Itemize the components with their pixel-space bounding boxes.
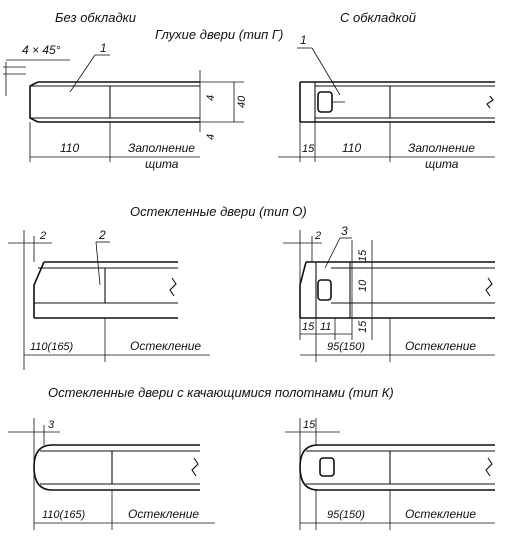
dim-2-b: 2 [314,230,321,242]
section-glazed-with-lining: 2 3 15 10 15 15 11 95(150) О [283,224,495,362]
leader-3-a: 3 [341,224,348,238]
chamfer-label: 4 × 45° [22,43,61,57]
dim-95-150-b: 95(150) [327,509,365,521]
section-swing-no-lining: 3 110(165) Остекление [8,418,215,530]
dim-40: 40 [236,95,248,108]
dim-11: 11 [320,321,331,333]
leader-2-left: 2 [98,228,106,242]
filling-sub-b: щита [425,157,459,171]
dim-15-a: 15 [302,143,315,155]
dim-4-top: 4 [205,95,217,101]
glazing-label-a: Остекление [130,339,201,353]
dim-3: 3 [48,419,55,431]
dim-15-v-bottom: 15 [357,320,369,333]
filling-label-a: Заполнение [128,141,195,155]
glazing-label-b: Остекление [405,339,476,353]
leader-1-left: 1 [100,41,107,55]
title-swing-doors: Остекленные двери с качающимися полотнам… [48,385,394,400]
dim-15-b: 15 [302,321,315,333]
header-with-lining: С обкладкой [340,10,416,25]
dim-10-v: 10 [357,279,369,292]
title-glazed-doors: Остекленные двери (тип О) [130,204,307,219]
dim-4-bottom: 4 [205,134,217,140]
title-blind-doors: Глухие двери (тип Г) [155,27,283,42]
dim-15-v-top: 15 [357,249,369,262]
leader-1-right: 1 [300,33,307,47]
section-glazed-no-lining: 2 2 110(165) Остекление [8,228,210,370]
dim-110-a: 110 [60,141,79,155]
section-blind-with-lining: 1 15 110 Заполнение щита [278,33,495,171]
header-without-lining: Без обкладки [55,10,136,25]
dim-110-165-b: 110(165) [42,509,86,521]
dim-15-c: 15 [303,419,316,431]
filling-label-b: Заполнение [408,141,475,155]
filling-sub-a: щита [145,157,179,171]
dim-110-165-a: 110(165) [30,341,74,353]
section-blind-no-lining: 4 × 45° 1 4 40 4 110 Заполнение щита [3,41,248,171]
glazing-label-d: Остекление [405,507,476,521]
dim-2-a: 2 [39,230,46,242]
dim-110-b: 110 [342,141,361,155]
glazing-label-c: Остекление [128,507,199,521]
section-swing-with-lining: 15 95(150) Остекление [285,418,495,530]
dim-95-150-a: 95(150) [327,341,365,353]
